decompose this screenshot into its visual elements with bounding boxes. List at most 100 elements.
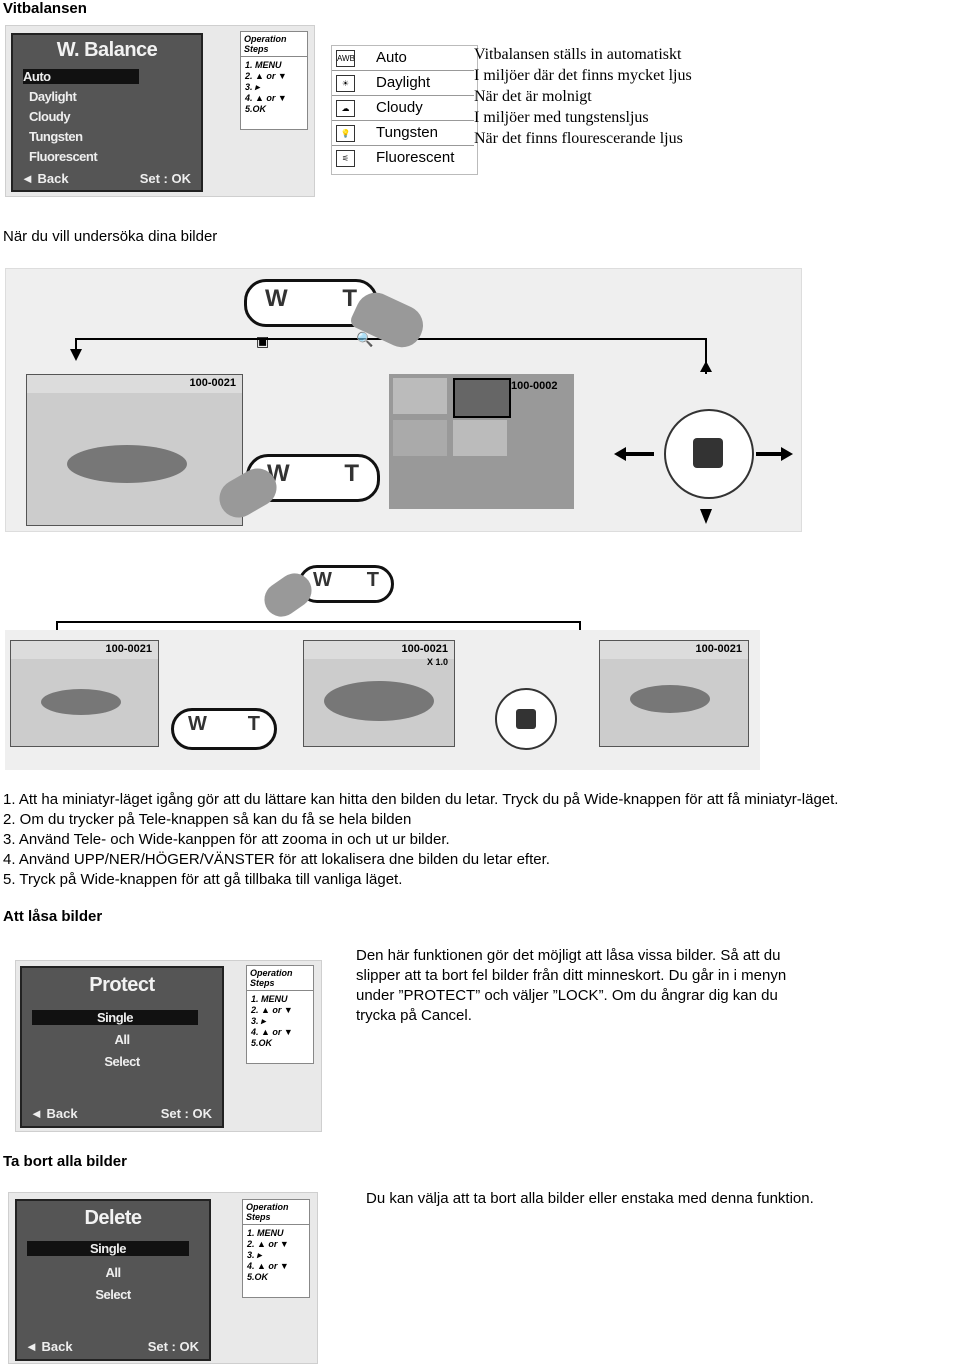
- full-photo: 100-0021: [599, 640, 749, 747]
- operation-step: 4. ▲ or ▼: [251, 1027, 293, 1037]
- lcd-item-selected: Auto: [23, 69, 139, 84]
- photo-number: 100-0021: [401, 643, 449, 655]
- operation-step: 5.OK: [247, 1272, 269, 1282]
- full-photo: 100-0021: [26, 374, 243, 526]
- thumbnail-icon: ▣: [256, 333, 270, 349]
- directional-pad-icon: [664, 409, 754, 499]
- operation-step: 2. ▲ or ▼: [245, 71, 287, 81]
- ok-button-icon: [693, 438, 723, 468]
- photo-number: 100-0021: [695, 643, 743, 655]
- review-step: 5. Tryck på Wide-knappen för att gå till…: [3, 871, 403, 888]
- lcd-back-label: ◄ Back: [21, 171, 69, 186]
- tele-label: T: [366, 569, 379, 591]
- photo-number: 100-0002: [511, 380, 558, 392]
- wb-row-daylight: ☀ Daylight: [332, 71, 474, 96]
- protect-menu-figure: Protect Single All Select ◄ Back Set : O…: [15, 960, 322, 1132]
- wb-description: I miljöer där det finns mycket ljus: [474, 67, 692, 84]
- lcd-item-selected: Single: [32, 1010, 198, 1025]
- thumbnail: [393, 420, 447, 456]
- lcd-title: Delete: [84, 1207, 142, 1229]
- operation-steps-box: Operation Steps 1. MENU 2. ▲ or ▼ 3. ▸ 4…: [246, 965, 314, 1064]
- wb-row-cloudy: ☁ Cloudy: [332, 96, 474, 121]
- operation-steps-header: Operation Steps: [243, 1200, 309, 1225]
- section-heading-review: När du vill undersöka dina bilder: [3, 228, 218, 245]
- wb-mode-name: Tungsten: [376, 124, 438, 141]
- lcd-set-label: Set : OK: [160, 1106, 212, 1121]
- review-steps-list: 1. Att ha miniatyr-läget igång gör att d…: [3, 790, 958, 890]
- duck-shape: [324, 681, 434, 721]
- ok-button-icon: [516, 709, 536, 729]
- lcd-item: All: [114, 1032, 130, 1047]
- operation-steps-header: Operation Steps: [247, 966, 313, 991]
- duck-shape: [630, 685, 710, 713]
- operation-steps-box: Operation Steps 1. MENU 2. ▲ or ▼ 3. ▸ 4…: [240, 31, 308, 130]
- photo-number: 100-0021: [105, 643, 153, 655]
- operation-step: 1. MENU: [251, 994, 288, 1004]
- lcd-item: All: [105, 1265, 121, 1280]
- white-balance-descriptions: Vitbalansen ställs in automatiskt I milj…: [474, 44, 774, 149]
- bulb-icon: 💡: [336, 125, 355, 142]
- wb-mode-name: Cloudy: [376, 99, 423, 116]
- wb-mode-name: Daylight: [376, 74, 431, 91]
- section-heading-protect: Att låsa bilder: [3, 908, 103, 925]
- white-balance-mode-table: AWB Auto ☀ Daylight ☁ Cloudy 💡 Tungsten …: [331, 45, 478, 175]
- cloud-icon: ☁: [336, 100, 355, 117]
- operation-step: 2. ▲ or ▼: [247, 1239, 289, 1249]
- delete-description: Du kan välja att ta bort alla bilder ell…: [366, 1190, 814, 1207]
- lcd-item: Select: [104, 1054, 140, 1069]
- wide-label: W: [188, 713, 207, 735]
- fluorescent-icon: ⚟: [336, 150, 355, 167]
- wb-description: Vitbalansen ställs in automatiskt: [474, 46, 682, 63]
- operation-step: 1. MENU: [245, 60, 282, 70]
- review-step: 3. Använd Tele- och Wide-kanppen för att…: [3, 831, 450, 848]
- thumbnail-grid: 100-0002: [389, 374, 574, 509]
- wb-row-tungsten: 💡 Tungsten: [332, 121, 474, 146]
- full-photo: 100-0021: [10, 640, 159, 747]
- duck-shape: [41, 689, 121, 715]
- wb-description: När det är molnigt: [474, 88, 592, 105]
- section-heading-delete: Ta bort alla bilder: [3, 1153, 127, 1170]
- operation-steps-header: Operation Steps: [241, 32, 307, 57]
- wide-tele-button: W T: [244, 279, 378, 327]
- thumbnail: [453, 420, 507, 456]
- lcd-item: Cloudy: [29, 109, 71, 124]
- review-step: 2. Om du trycker på Tele-knappen så kan …: [3, 811, 412, 828]
- thumbnail-mode-diagram: W T ▣ 🔍 100-0021 100-0002 W T: [5, 268, 802, 532]
- thumbnail: [393, 378, 447, 414]
- operation-step: 4. ▲ or ▼: [247, 1261, 289, 1271]
- lcd-screen: W. Balance Auto Daylight Cloudy Tungsten…: [11, 33, 203, 192]
- operation-steps-box: Operation Steps 1. MENU 2. ▲ or ▼ 3. ▸ 4…: [242, 1199, 310, 1298]
- lcd-title: W. Balance: [56, 39, 158, 61]
- lcd-item-selected: Single: [27, 1241, 189, 1256]
- delete-menu-figure: Delete Single All Select ◄ Back Set : OK…: [8, 1192, 318, 1364]
- lcd-item: Fluorescent: [29, 149, 98, 164]
- lcd-screen: Delete Single All Select ◄ Back Set : OK: [15, 1199, 211, 1361]
- tele-label: T: [247, 713, 260, 735]
- lcd-title: Protect: [89, 974, 155, 996]
- review-step: 4. Använd UPP/NER/HÖGER/VÄNSTER för att …: [3, 851, 550, 868]
- awb-icon: AWB: [336, 50, 355, 67]
- wide-tele-button: W T: [298, 565, 394, 603]
- wb-mode-name: Auto: [376, 49, 407, 66]
- operation-step: 3. ▸: [245, 82, 260, 92]
- wide-label: W: [265, 285, 288, 312]
- section-heading-white-balance: Vitbalansen: [3, 0, 87, 17]
- lcd-item: Select: [95, 1287, 131, 1302]
- white-balance-menu-figure: W. Balance Auto Daylight Cloudy Tungsten…: [5, 25, 315, 197]
- wide-label: W: [313, 569, 332, 591]
- lcd-set-label: Set : OK: [147, 1339, 199, 1354]
- thumbnail-selected: [453, 378, 511, 418]
- operation-step: 1. MENU: [247, 1228, 284, 1238]
- lcd-set-label: Set : OK: [139, 171, 191, 186]
- operation-step: 3. ▸: [251, 1016, 266, 1026]
- magnifier-icon: 🔍: [356, 331, 374, 347]
- operation-step: 4. ▲ or ▼: [245, 93, 287, 103]
- operation-step: 5.OK: [251, 1038, 273, 1048]
- protect-description: Den här funktionen gör det möjligt att l…: [356, 947, 787, 1024]
- zoom-level: X 1.0: [426, 657, 448, 667]
- wb-row-fluorescent: ⚟ Fluorescent: [332, 146, 474, 170]
- photo-number: 100-0021: [189, 377, 237, 389]
- wb-description: När det finns flourescerande ljus: [474, 130, 683, 147]
- lcd-back-label: ◄ Back: [25, 1339, 73, 1354]
- operation-step: 3. ▸: [247, 1250, 262, 1260]
